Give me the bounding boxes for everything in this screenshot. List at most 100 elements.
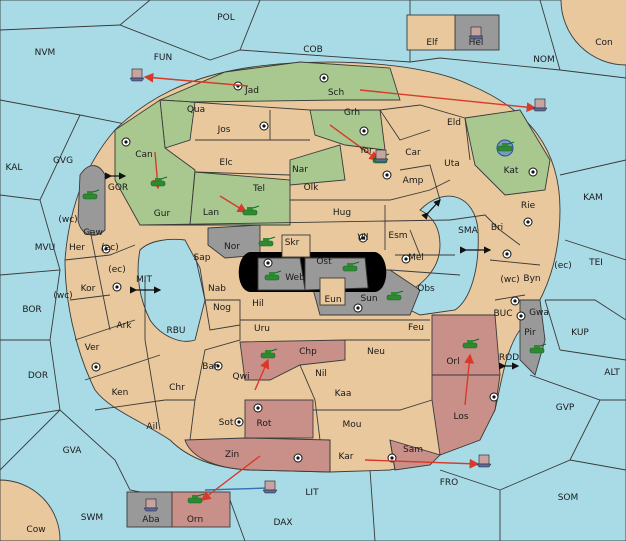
area-tel-lan[interactable] (189, 171, 291, 226)
army-icon[interactable] (342, 261, 360, 272)
land-label-chp: Chp (299, 347, 317, 357)
land-label-kar: Kar (339, 452, 354, 462)
land-label-grh: Grh (344, 108, 360, 118)
sea-label-bor: BOR (22, 305, 41, 315)
land-label-aba: Aba (142, 515, 159, 525)
land-label-gaw: Gaw (83, 228, 103, 238)
army-icon[interactable] (386, 290, 404, 301)
fleet-icon[interactable] (468, 26, 484, 40)
sea-label-cob: COB (303, 45, 323, 55)
land-label-car: Car (405, 148, 421, 158)
sea-label-fun: FUN (154, 53, 173, 63)
sea-label-dor: DOR (28, 371, 48, 381)
area-gaw[interactable] (77, 165, 106, 236)
land-label-sam: Sam (403, 445, 423, 455)
move-orders (143, 72, 537, 501)
army-icon[interactable] (529, 343, 547, 354)
fleet-icon[interactable] (532, 98, 548, 112)
area-nor[interactable] (207, 224, 261, 259)
army-icon[interactable] (462, 338, 480, 349)
army-icon[interactable] (260, 348, 278, 359)
sea-label-gor: GOR (108, 183, 128, 193)
sea-label-nvm: NVM (35, 48, 56, 58)
land-label-sun: Sun (360, 294, 377, 304)
land-label-ost: Ost (316, 257, 332, 267)
land-label-kat: Kat (504, 166, 519, 176)
area-elf[interactable] (406, 14, 456, 51)
sea-label-pol: POL (217, 13, 235, 23)
land-label-sch: Sch (328, 88, 344, 98)
land-label-ark: Ark (116, 321, 132, 331)
supply-centers (91, 73, 538, 463)
sea-label-rbu: RBU (166, 326, 185, 336)
inland-borders (64, 101, 541, 472)
land-label-lan: Lan (203, 208, 219, 218)
land-label-feu: Feu (408, 323, 424, 333)
land-label-tel: Tel (252, 184, 265, 194)
sea-label-cow: Cow (26, 525, 45, 535)
land-label-mel: Mel (408, 253, 424, 263)
land-label-byn: Byn (523, 274, 540, 284)
fleet-icon[interactable] (262, 480, 278, 494)
land-label-kor: Kor (81, 284, 96, 294)
area-con[interactable] (560, 0, 626, 66)
sea-sma[interactable] (388, 195, 479, 316)
adjacency-markers (105, 172, 520, 370)
army-icon[interactable] (497, 141, 515, 152)
land-label-los: Los (453, 412, 468, 422)
land-label-yor: Yor (358, 146, 373, 156)
land-label-elf: Elf (426, 38, 438, 48)
land-label-orl: Orl (446, 357, 459, 367)
area-eun[interactable] (319, 277, 346, 306)
land-label-rie: Rie (521, 201, 536, 211)
land-label-jos: Jos (217, 125, 231, 135)
land-label-mou: Mou (343, 420, 362, 430)
land-label-zin: Zin (225, 450, 239, 460)
fleet-icon[interactable] (143, 498, 159, 512)
area-cow[interactable] (0, 479, 61, 541)
sea-label-nom: NOM (533, 55, 555, 65)
land-label-bri: Bri (491, 223, 503, 233)
land-label-sap: Sap (194, 253, 211, 263)
area-pir[interactable] (519, 299, 546, 376)
land-label-eld: Eld (447, 118, 461, 128)
land-label-ver: Ver (85, 343, 100, 353)
coast-label-4: (wc) (500, 275, 519, 285)
land-label-obs: Obs (417, 284, 435, 294)
coast-label-2: (wc) (53, 291, 72, 301)
area-jad-sch[interactable] (159, 61, 401, 103)
coast-label-0: (wc) (58, 215, 77, 225)
sea-label-buc: BUC (493, 309, 512, 319)
land-label-olk: Olk (304, 183, 320, 193)
coast-label-3: (ec) (108, 265, 126, 275)
army-icon[interactable] (150, 176, 168, 187)
area-nar[interactable] (289, 144, 346, 186)
land-label-amp: Amp (403, 176, 424, 186)
sea-label-con: Con (595, 38, 613, 48)
sea-label-gvg: GVG (53, 156, 73, 166)
land-label-pir: Pir (524, 328, 536, 338)
land-label-hug: Hug (333, 208, 351, 218)
army-icon[interactable] (82, 189, 100, 200)
army-icon[interactable] (187, 493, 205, 504)
land-label-uta: Uta (444, 159, 460, 169)
land-label-nab: Nab (208, 284, 226, 294)
land-label-rot: Rot (257, 419, 272, 429)
fleet-icon[interactable] (129, 68, 145, 82)
fleet-icon[interactable] (373, 149, 389, 163)
fleet-icon[interactable] (476, 454, 492, 468)
area-orl-los[interactable] (431, 314, 501, 456)
land-label-gwa: Gwa (529, 308, 549, 318)
land-label-sot: Sot (219, 418, 234, 428)
land-label-eun: Eun (324, 295, 341, 305)
land-label-hil: Hil (252, 299, 264, 309)
land-label-vil: Vil (358, 233, 369, 243)
area-skr[interactable] (281, 234, 311, 258)
land-label-nor: Nor (224, 242, 240, 252)
land-label-uru: Uru (254, 324, 270, 334)
army-icon[interactable] (258, 236, 276, 247)
army-icon[interactable] (242, 205, 260, 216)
army-icon[interactable] (264, 270, 282, 281)
